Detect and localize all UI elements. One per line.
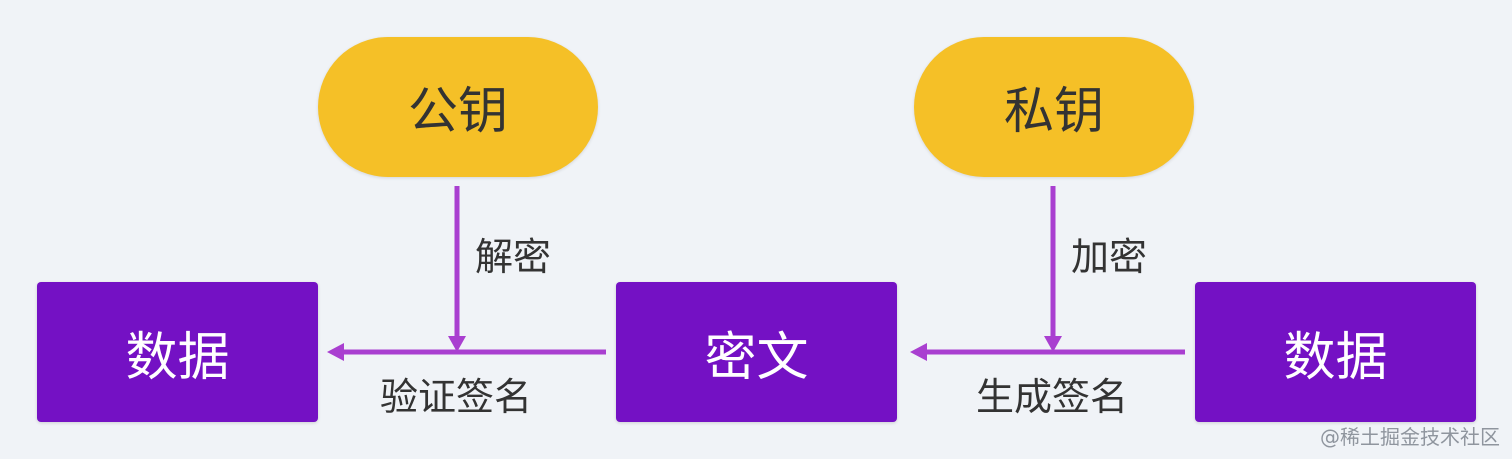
decrypt-arrow (448, 186, 466, 352)
private-key-label: 私钥 (1004, 82, 1104, 140)
ciphertext-label: 密文 (704, 327, 809, 388)
data-right-node: 数据 (1195, 282, 1476, 422)
data-left-node: 数据 (37, 282, 318, 422)
encrypt-label: 加密 (1071, 235, 1148, 279)
verify-signature-label: 验证签名 (380, 375, 533, 419)
public-key-node: 公钥 (318, 37, 598, 177)
generate-signature-arrow (910, 343, 1185, 361)
decrypt-label: 解密 (475, 235, 552, 279)
data-left-label: 数据 (125, 327, 230, 388)
watermark: @稀土掘金技术社区 (1320, 425, 1500, 449)
ciphertext-node: 密文 (616, 282, 897, 422)
generate-signature-label: 生成签名 (976, 375, 1129, 419)
verify-signature-arrow (327, 343, 606, 361)
private-key-node: 私钥 (914, 37, 1194, 177)
data-right-label: 数据 (1283, 327, 1388, 388)
encrypt-arrow (1044, 186, 1062, 352)
public-key-label: 公钥 (408, 82, 508, 140)
